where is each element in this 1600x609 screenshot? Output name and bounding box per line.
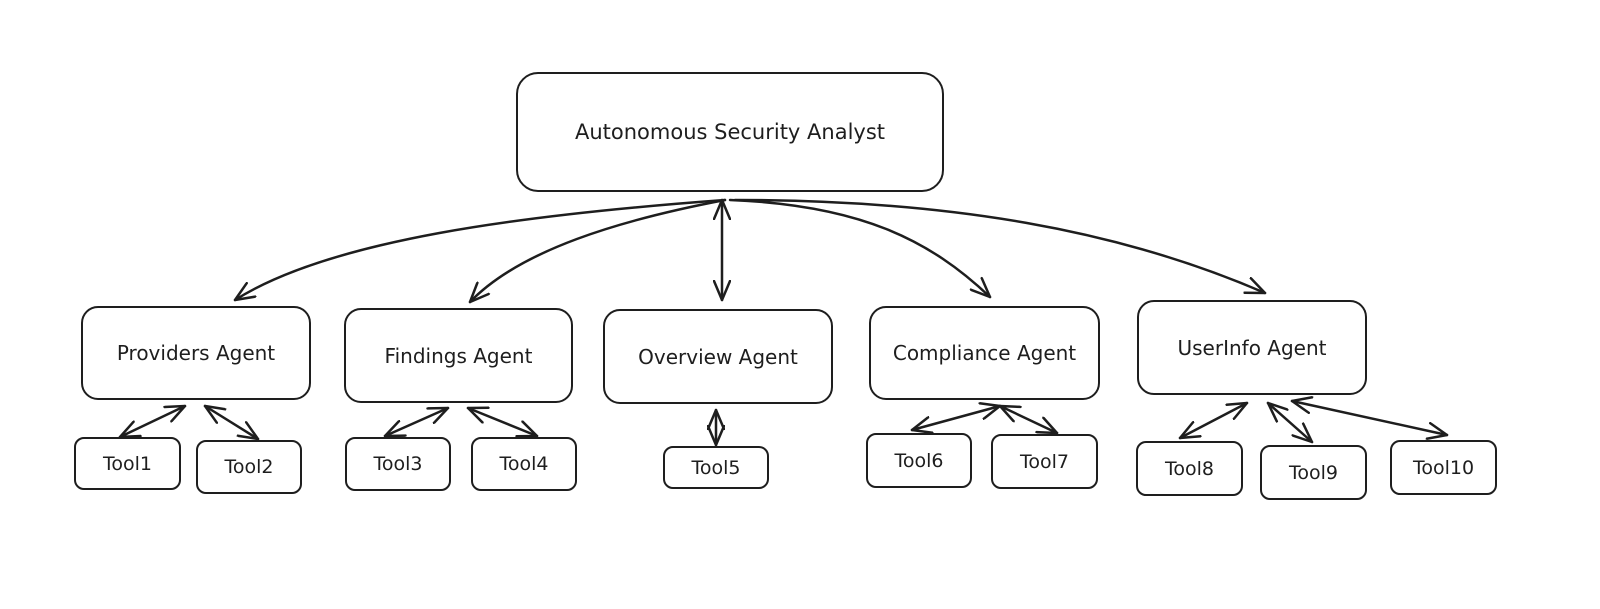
edge-userinfo-tool10 <box>1290 401 1449 435</box>
tool-node-label: Tool7 <box>1020 450 1069 473</box>
tool-node-label: Tool1 <box>103 452 152 475</box>
tool-node-tool2: Tool2 <box>196 440 302 494</box>
agent-node-compliance: Compliance Agent <box>869 306 1100 400</box>
agent-node-label: Providers Agent <box>116 341 276 365</box>
tool-node-tool6: Tool6 <box>866 433 972 488</box>
root-node-label: Autonomous Security Analyst <box>574 120 886 144</box>
edge-root-userinfo-agent <box>733 198 1267 295</box>
edge-userinfo-tool9 <box>1266 401 1314 444</box>
edge-userinfo-tool8 <box>1178 401 1249 440</box>
edge-compliance-tool6 <box>910 406 1002 430</box>
agent-node-label: UserInfo Agent <box>1177 335 1327 360</box>
edge-findings-tool3 <box>383 406 450 438</box>
tool-node-label: Tool4 <box>499 453 549 475</box>
edge-providers-tool2 <box>203 404 260 441</box>
agent-node-label: Compliance Agent <box>892 341 1077 365</box>
root-node: Autonomous Security Analyst <box>516 72 944 192</box>
tool-node-tool1: Tool1 <box>74 437 181 490</box>
agent-node-overview: Overview Agent <box>603 309 833 404</box>
tool-node-tool8: Tool8 <box>1136 441 1243 496</box>
tool-node-tool9: Tool9 <box>1260 445 1367 500</box>
tool-node-tool7: Tool7 <box>991 434 1098 489</box>
edge-providers-tool1 <box>118 404 187 439</box>
edge-root-compliance-agent <box>728 198 992 299</box>
agent-node-findings: Findings Agent <box>344 308 573 403</box>
tool-node-label: Tool8 <box>1165 457 1214 480</box>
tool-node-label: Tool10 <box>1412 456 1475 479</box>
tool-node-tool5: Tool5 <box>663 446 769 489</box>
tool-node-tool10: Tool10 <box>1390 440 1497 495</box>
agent-node-userinfo: UserInfo Agent <box>1137 300 1367 395</box>
tool-node-label: Tool3 <box>373 453 423 475</box>
agent-node-label: Overview Agent <box>638 344 798 369</box>
edge-findings-tool4 <box>466 408 539 436</box>
tool-node-tool4: Tool4 <box>471 437 577 491</box>
edge-root-findings-agent <box>468 198 727 304</box>
agent-node-providers: Providers Agent <box>81 306 311 400</box>
tool-node-label: Tool9 <box>1289 461 1338 484</box>
tool-node-label: Tool6 <box>894 449 944 472</box>
edge-compliance-tool7 <box>998 404 1059 435</box>
edge-root-providers-agent <box>233 198 727 302</box>
tool-node-label: Tool5 <box>691 456 741 479</box>
tool-node-label: Tool2 <box>224 456 274 478</box>
tool-node-tool3: Tool3 <box>345 437 451 491</box>
agent-node-label: Findings Agent <box>384 343 533 368</box>
